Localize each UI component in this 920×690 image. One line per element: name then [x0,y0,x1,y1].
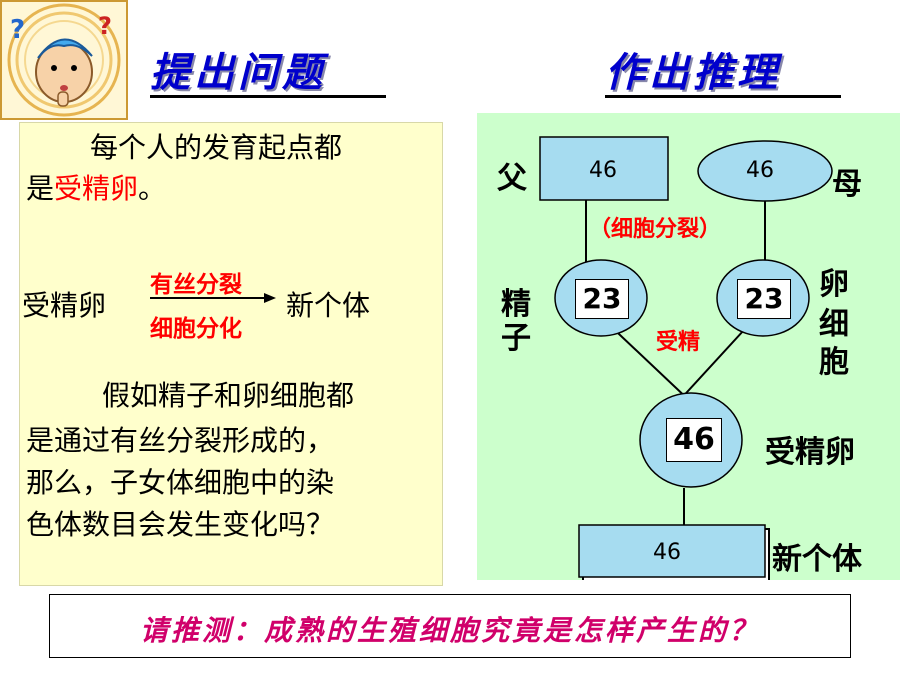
mother-count: 46 [746,158,774,183]
paragraph-line-3: 那么，子女体细胞中的染 [26,466,335,499]
question-panel: 每个人的发育起点都 是受精卵。 受精卵 有丝分裂 细胞分化 新个体 假如精子和卵… [19,122,443,586]
inference-diagram: 父 46 46 母 （细胞分裂） 精 子 23 23 卵 细 胞 受精 46 受… [477,113,900,580]
flow-label-mitosis: 有丝分裂 [150,272,242,298]
title-make-inference: 作出推理 [605,40,841,100]
sperm-count: 23 [575,279,629,319]
fertilization-label: 受精 [656,330,701,355]
zygote-emphasis: 受精卵 [54,172,139,205]
egg-label-2: 细 [819,307,849,342]
father-label: 父 [497,161,527,196]
flow-arrow-icon [150,293,276,303]
egg-label-3: 胞 [819,345,849,380]
title-pose-question: 提出问题 [150,40,386,100]
father-count: 46 [589,158,617,183]
prompt-box: 请推测：成熟的生殖细胞究竟是怎样产生的？ [49,594,851,658]
paragraph-line-2: 是通过有丝分裂形成的， [26,424,335,457]
mother-label: 母 [832,167,862,202]
thinking-face-icon: ? ? [0,0,128,120]
question-line-1: 每个人的发育起点都 [90,131,343,164]
paragraph-line-4: 色体数目会发生变化吗？ [26,508,335,541]
mother-cell [697,140,833,202]
egg-label-1: 卵 [819,267,849,302]
offspring-label: 新个体 [772,542,862,577]
question-line-2: 是受精卵。 [26,172,167,205]
offspring-count: 46 [653,540,681,565]
egg-count: 23 [737,279,791,319]
zygote-count: 46 [666,418,722,462]
sperm-label-1: 精 [501,287,531,322]
flow-start: 受精卵 [22,289,107,322]
prompt-text: 请推测：成熟的生殖细胞究竟是怎样产生的？ [139,614,760,647]
division-label: （细胞分裂） [589,217,722,242]
offspring-box [578,524,766,578]
svg-text:?: ? [98,12,112,40]
sperm-label-2: 子 [501,321,531,356]
zygote-label: 受精卵 [765,435,855,470]
father-cell [539,136,669,201]
flow-end: 新个体 [286,289,371,322]
paragraph-line-1: 假如精子和卵细胞都 [102,379,355,412]
svg-text:?: ? [10,15,25,45]
flow-label-differentiation: 细胞分化 [150,316,242,342]
